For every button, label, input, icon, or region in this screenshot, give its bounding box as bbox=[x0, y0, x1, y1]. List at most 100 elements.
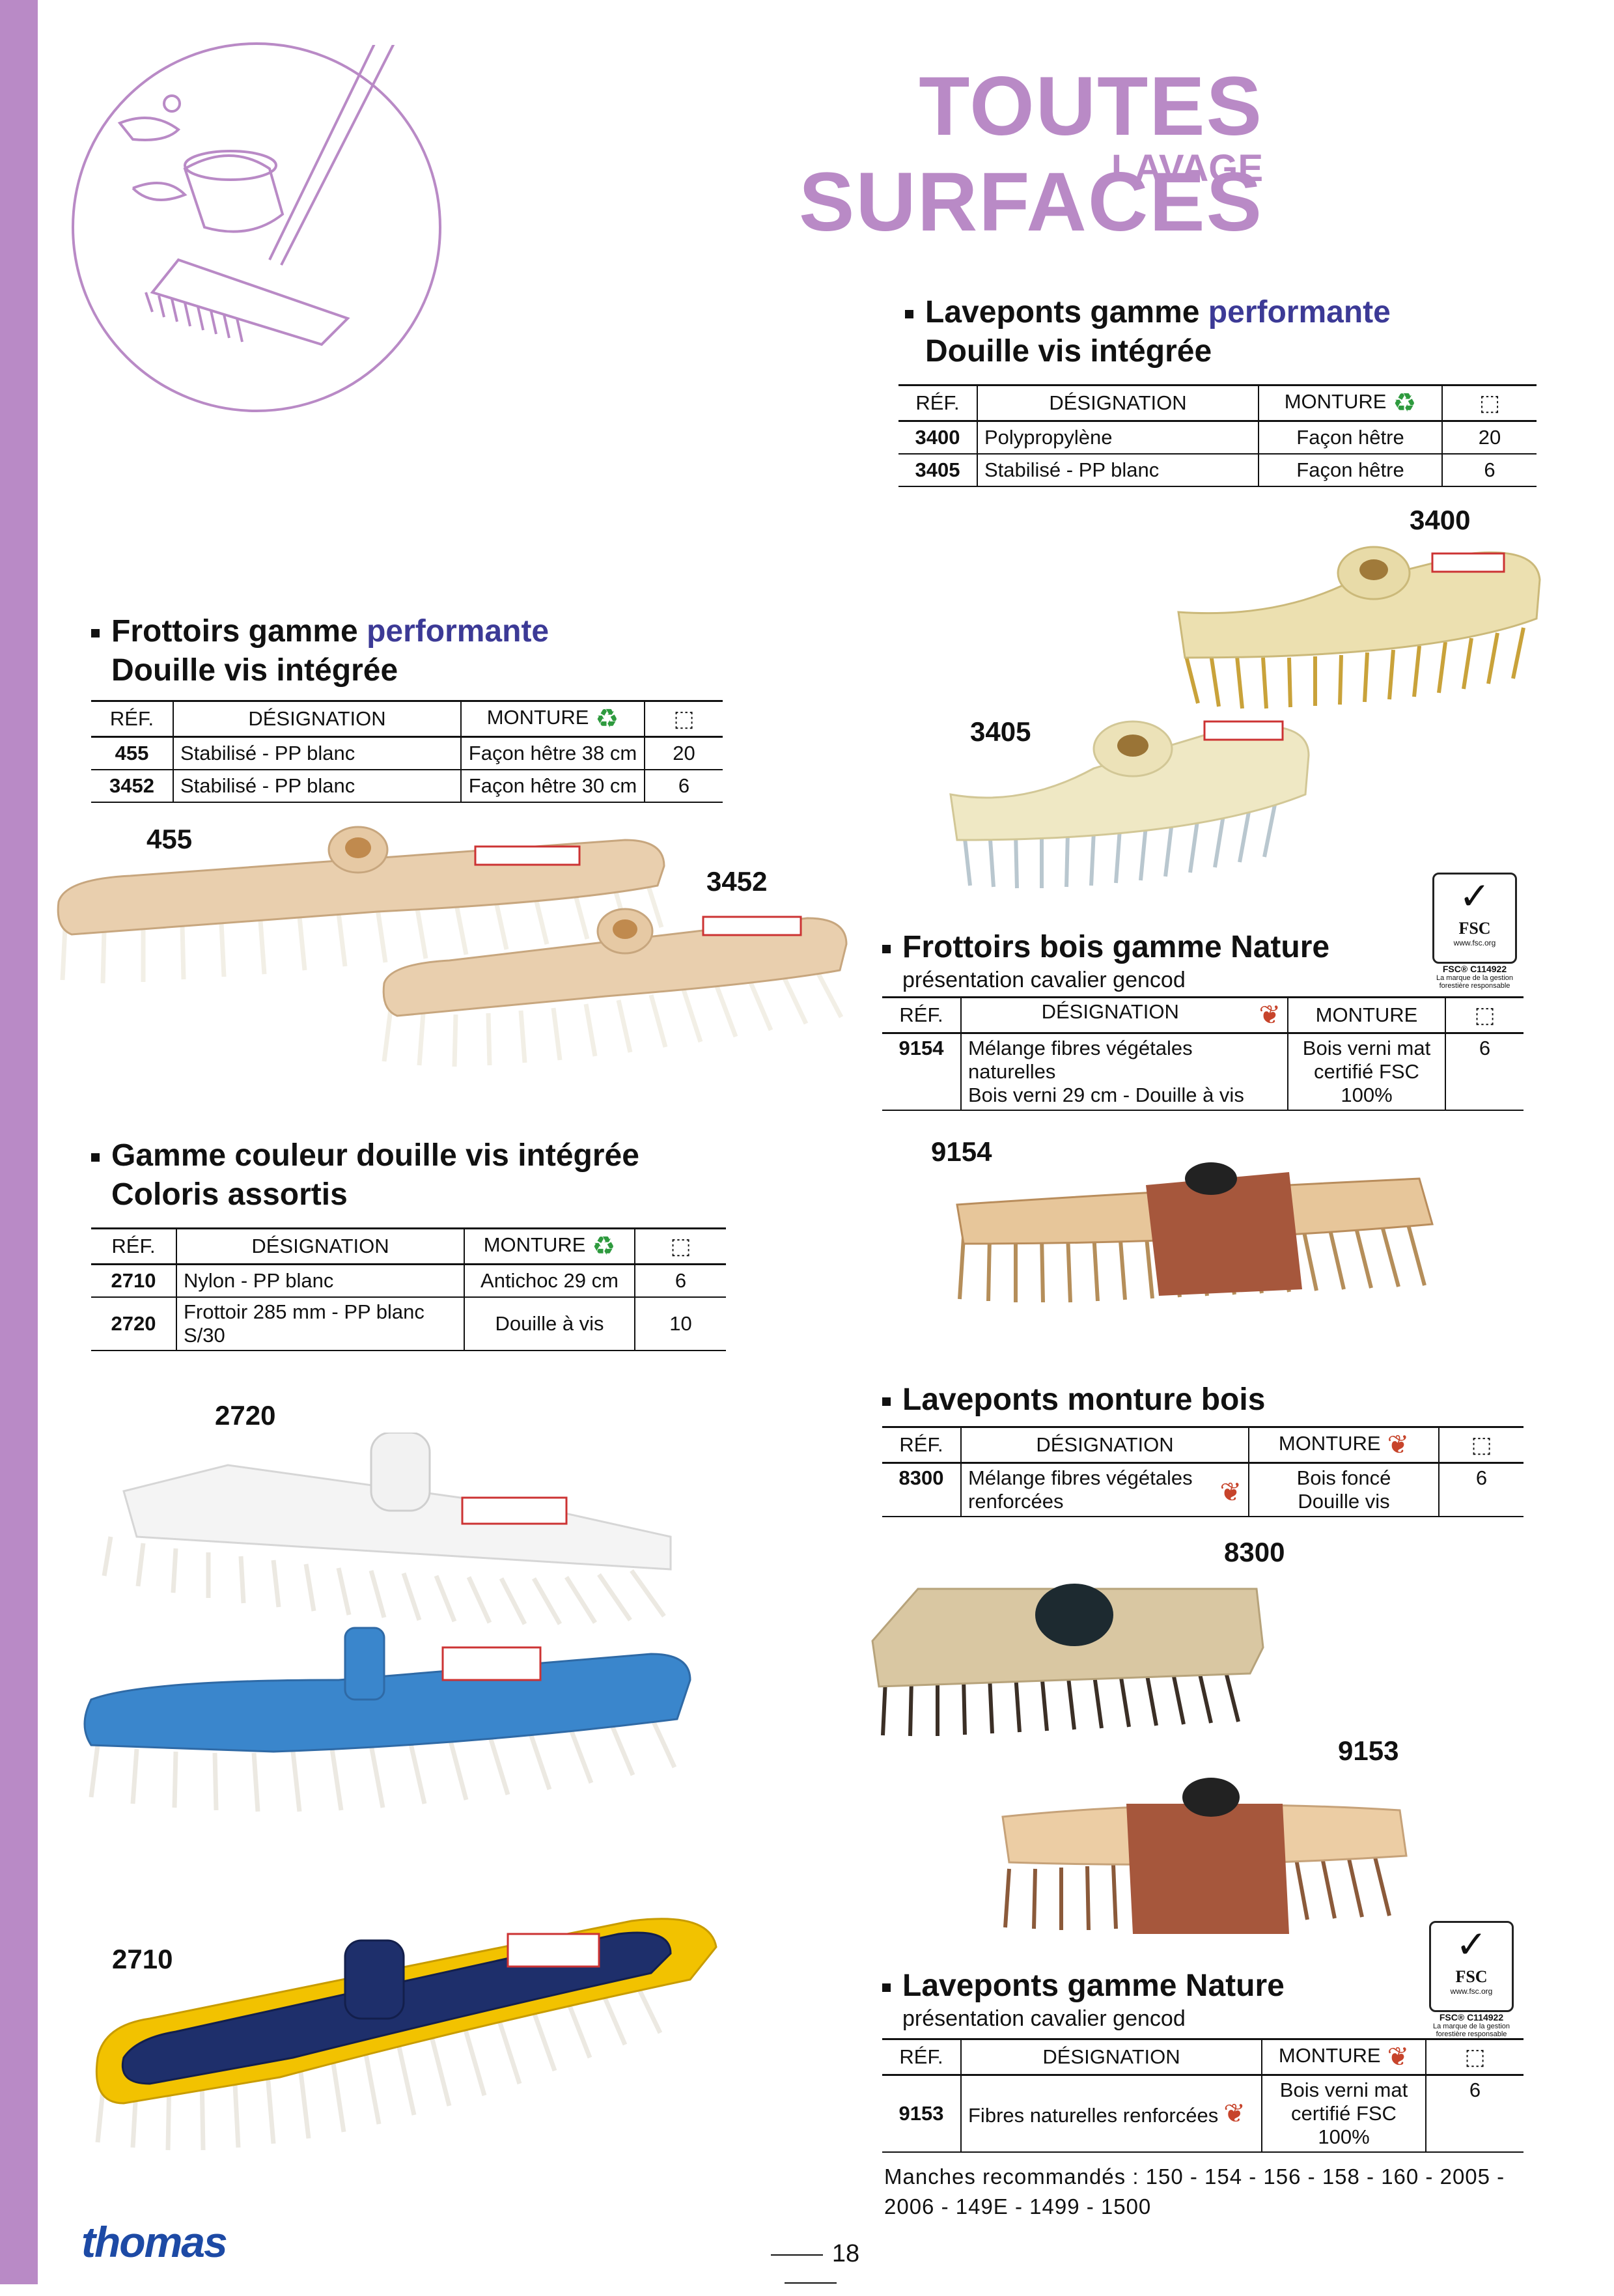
cell-ref: 9153 bbox=[882, 2075, 962, 2153]
cell-ref: 3405 bbox=[898, 454, 978, 487]
fsc-tagline: La marque de la gestion forestière respo… bbox=[1432, 2023, 1510, 2038]
fsc-tree-icon: ✓ bbox=[1458, 875, 1491, 917]
product-label: 8300 bbox=[1224, 1537, 1285, 1567]
section-title-text: Laveponts gamme bbox=[925, 295, 1208, 329]
section-gamme-couleur-title: Gamme couleur douille vis intégrée Color… bbox=[91, 1136, 639, 1214]
cell-qty: 6 bbox=[645, 770, 723, 803]
table-row: 9154 Mélange fibres végétales naturelles… bbox=[882, 1033, 1524, 1111]
col-designation: DÉSIGNATION❦ bbox=[961, 996, 1288, 1034]
product-label: 9154 bbox=[931, 1136, 992, 1167]
table-row: 2710 Nylon - PP blanc Antichoc 29 cm 6 bbox=[91, 1264, 726, 1298]
fsc-code: FSC® C114922 bbox=[1439, 2012, 1504, 2023]
col-ref: RÉF. bbox=[898, 384, 978, 422]
col-monture-label: MONTURE bbox=[1315, 1003, 1418, 1026]
cell-designation: Stabilisé - PP blanc bbox=[977, 454, 1259, 487]
product-label: 3400 bbox=[1410, 505, 1471, 535]
fsc-logo: ✓ FSC www.fsc.org bbox=[1429, 1921, 1514, 2012]
col-monture: MONTURE♻ bbox=[1259, 384, 1443, 422]
table-gamme-couleur: RÉF. DÉSIGNATION MONTURE♻ ⬚ 2710 Nylon -… bbox=[91, 1227, 726, 1351]
table-laveponts-monture-bois: RÉF. DÉSIGNATION MONTURE❦ ⬚ 8300 Mélange… bbox=[882, 1426, 1524, 1517]
box-icon: ⬚ bbox=[1471, 1433, 1492, 1457]
product-label: 3405 bbox=[970, 716, 1031, 747]
brush-2720-blue-image bbox=[83, 1627, 691, 1812]
col-qty: ⬚ bbox=[1426, 2038, 1524, 2076]
table-row: 3405 Stabilisé - PP blanc Façon hêtre 6 bbox=[898, 454, 1537, 487]
table-row: 9153 Fibres naturelles renforcées❦ Bois … bbox=[882, 2075, 1524, 2153]
table-row: 3452 Stabilisé - PP blanc Façon hêtre 30… bbox=[91, 770, 723, 803]
brush-3400-image bbox=[1177, 546, 1541, 709]
section-frottoirs-performante-title: Frottoirs gamme performante Douille vis … bbox=[91, 612, 549, 690]
box-icon: ⬚ bbox=[1474, 1003, 1496, 1028]
col-ref: RÉF. bbox=[91, 700, 174, 738]
table-frottoirs-nature: RÉF. DÉSIGNATION❦ MONTURE ⬚ 9154 Mélange… bbox=[882, 996, 1524, 1111]
fsc-certification-badge: ✓ FSC www.fsc.org FSC® C114922 La marque… bbox=[1429, 1921, 1514, 2051]
cell-ref: 3452 bbox=[91, 770, 174, 803]
col-monture-label: MONTURE bbox=[483, 1233, 586, 1257]
product-label: 9153 bbox=[1338, 1735, 1399, 1766]
bullet-icon bbox=[91, 628, 100, 637]
bullet-icon bbox=[91, 1153, 100, 1162]
leaf-icon: ❦ bbox=[1387, 2043, 1410, 2071]
brush-9154-image bbox=[956, 1162, 1434, 1303]
col-monture: MONTURE bbox=[1288, 996, 1446, 1034]
col-ref: RÉF. bbox=[91, 1227, 177, 1265]
section-subtitle: Douille vis intégrée bbox=[925, 334, 1212, 369]
leaf-icon: ❦ bbox=[1219, 1478, 1242, 1507]
cell-ref: 3400 bbox=[898, 421, 978, 455]
section-title-text: Laveponts gamme Nature bbox=[902, 1968, 1285, 2003]
monture-line: Douille vis bbox=[1298, 1490, 1390, 1513]
designation-line: Fibres naturelles renforcées bbox=[968, 2104, 1219, 2127]
section-subtitle: présentation cavalier gencod bbox=[902, 968, 1186, 992]
col-designation: DÉSIGNATION bbox=[977, 384, 1259, 422]
col-qty: ⬚ bbox=[1445, 996, 1524, 1034]
brush-9153-image bbox=[1001, 1778, 1408, 1934]
col-ref: RÉF. bbox=[882, 2038, 962, 2076]
section-subtitle: Coloris assortis bbox=[111, 1177, 348, 1212]
section-frottoirs-nature-title: Frottoirs bois gamme Nature présentation… bbox=[882, 928, 1329, 993]
cell-designation: Frottoir 285 mm - PP blanc S/30 bbox=[176, 1297, 465, 1351]
fsc-web: www.fsc.org bbox=[1450, 1987, 1493, 1996]
cell-qty: 10 bbox=[635, 1297, 726, 1351]
leaf-icon: ❦ bbox=[1223, 2099, 1245, 2128]
recycle-icon: ♻ bbox=[595, 705, 619, 733]
col-monture-label: MONTURE bbox=[486, 706, 589, 729]
cell-designation: Stabilisé - PP blanc bbox=[173, 770, 462, 803]
col-designation-label: DÉSIGNATION bbox=[1041, 1000, 1179, 1023]
monture-line: certifié FSC 100% bbox=[1314, 1060, 1419, 1106]
col-ref: RÉF. bbox=[882, 996, 962, 1034]
col-ref: RÉF. bbox=[882, 1426, 962, 1464]
page-number-value: 18 bbox=[831, 2240, 860, 2267]
table-row: 2720 Frottoir 285 mm - PP blanc S/30 Dou… bbox=[91, 1297, 726, 1351]
bullet-icon bbox=[882, 1983, 891, 1992]
section-title-text: Frottoirs bois gamme Nature bbox=[902, 930, 1330, 964]
table-laveponts-nature: RÉF. DÉSIGNATION MONTURE❦ ⬚ 9153 Fibres … bbox=[882, 2038, 1524, 2153]
thomas-brand-logo: thomas bbox=[81, 2218, 228, 2266]
section-title-text: Gamme couleur douille vis intégrée bbox=[111, 1138, 639, 1173]
cell-monture: Façon hêtre bbox=[1259, 421, 1443, 455]
recommended-handles-note: Manches recommandés : 150 - 154 - 156 - … bbox=[884, 2164, 1505, 2219]
fsc-tagline: La marque de la gestion forestière respo… bbox=[1436, 974, 1514, 990]
monture-line: Bois verni mat bbox=[1302, 1037, 1431, 1059]
section-title-highlight: performante bbox=[1208, 295, 1391, 329]
cell-ref: 8300 bbox=[882, 1463, 962, 1517]
cell-ref: 2710 bbox=[91, 1264, 177, 1298]
brush-455-image bbox=[57, 826, 665, 984]
section-laveponts-nature-title: Laveponts gamme Nature présentation cava… bbox=[882, 1967, 1285, 2032]
col-monture: MONTURE❦ bbox=[1249, 1426, 1440, 1464]
col-designation: DÉSIGNATION bbox=[961, 1426, 1249, 1464]
cell-qty: 6 bbox=[1445, 1033, 1524, 1111]
cell-ref: 9154 bbox=[882, 1033, 962, 1111]
monture-line: Bois foncé bbox=[1296, 1466, 1391, 1489]
table-frottoirs-performante: RÉF. DÉSIGNATION MONTURE♻ ⬚ 455 Stabilis… bbox=[91, 700, 723, 803]
col-designation: DÉSIGNATION bbox=[961, 2038, 1262, 2076]
table-laveponts-performante: RÉF. DÉSIGNATION MONTURE♻ ⬚ 3400 Polypro… bbox=[898, 384, 1537, 487]
cell-qty: 6 bbox=[1426, 2075, 1524, 2153]
fsc-web: www.fsc.org bbox=[1453, 938, 1496, 947]
box-icon: ⬚ bbox=[1479, 391, 1501, 415]
page-number: 18 bbox=[736, 2240, 885, 2296]
col-monture-label: MONTURE bbox=[1278, 1432, 1381, 1455]
